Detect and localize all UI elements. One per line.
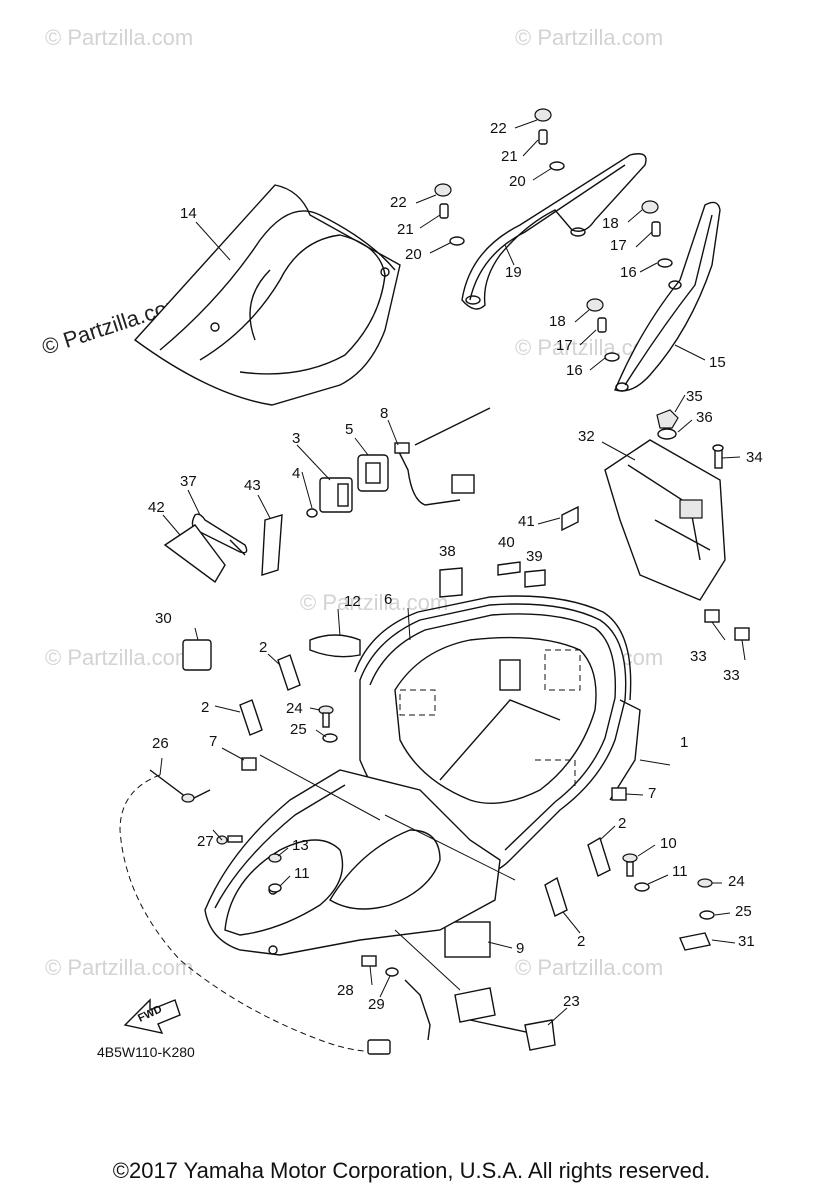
- drawing-code: 4B5W110-K280: [97, 1044, 195, 1060]
- part-14-cover: [133, 184, 401, 406]
- callout-40: 40: [498, 534, 515, 551]
- callout-22: 22: [390, 194, 407, 211]
- callout-12: 12: [344, 593, 361, 610]
- callout-2: 2: [618, 815, 626, 832]
- fwd-arrow-icon: FWD: [123, 998, 181, 1034]
- callout-18: 18: [602, 215, 619, 232]
- callout-26: 26: [152, 735, 169, 752]
- fasteners-right: [656, 409, 724, 469]
- labels: [439, 505, 579, 958]
- part-12-plate: [309, 634, 361, 658]
- callout-28: 28: [337, 982, 354, 999]
- callout-30: 30: [155, 610, 172, 627]
- callout-11: 11: [672, 863, 688, 880]
- callout-19: 19: [505, 264, 522, 281]
- part-15-rail: [614, 201, 721, 392]
- callout-41: 41: [518, 513, 535, 530]
- watermark: © Partzilla.com: [515, 25, 663, 50]
- callout-9: 9: [516, 940, 524, 957]
- callout-10: 10: [660, 835, 677, 852]
- small-parts-left: [163, 513, 283, 671]
- callout-4: 4: [292, 465, 300, 482]
- callout-2: 2: [577, 933, 585, 950]
- callout-8: 8: [380, 405, 388, 422]
- callout-32: 32: [578, 428, 595, 445]
- callout-17: 17: [610, 237, 627, 254]
- callout-29: 29: [368, 996, 385, 1013]
- callout-25: 25: [735, 903, 752, 920]
- callout-20: 20: [405, 246, 422, 263]
- callout-43: 43: [244, 477, 261, 494]
- callout-3: 3: [292, 430, 300, 447]
- watermark: © Partzilla.com: [45, 25, 193, 50]
- callout-24: 24: [286, 700, 303, 717]
- callout-25: 25: [290, 721, 307, 738]
- part-19-grip: [461, 153, 647, 310]
- callout-2: 2: [259, 639, 267, 656]
- callout-38: 38: [439, 543, 456, 560]
- callout-18: 18: [549, 313, 566, 330]
- callout-37: 37: [180, 473, 197, 490]
- cable-26: [119, 774, 386, 1052]
- leader-lines: [159, 119, 746, 1026]
- callout-24: 24: [728, 873, 745, 890]
- callouts: 1 2 2 2 2 3 4 5 6 7 7 8 9 10 11 11 12 13…: [148, 120, 763, 1013]
- part-23-latch: [367, 979, 556, 1055]
- callout-39: 39: [526, 548, 543, 565]
- callout-2: 2: [201, 699, 209, 716]
- fasteners-top: [434, 108, 673, 362]
- callout-42: 42: [148, 499, 165, 516]
- part-7-clip: [241, 757, 257, 771]
- callout-33: 33: [690, 648, 707, 665]
- callout-27: 27: [197, 833, 214, 850]
- electric-parts: [306, 407, 491, 518]
- callout-17: 17: [556, 337, 573, 354]
- cable-26-end: [149, 769, 211, 801]
- watermark: © Partzilla.com: [45, 645, 193, 670]
- callout-35: 35: [686, 388, 703, 405]
- callout-21: 21: [397, 221, 414, 238]
- callout-33: 33: [723, 667, 740, 684]
- watermark: © Partzilla.com: [45, 955, 193, 980]
- watermark: © Partzilla.com: [300, 590, 448, 615]
- callout-36: 36: [696, 409, 713, 426]
- callout-13: 13: [292, 837, 309, 854]
- callout-7: 7: [209, 733, 217, 750]
- watermark: © Partzilla.com: [515, 955, 663, 980]
- callout-14: 14: [180, 205, 197, 222]
- callout-16: 16: [620, 264, 637, 281]
- callout-34: 34: [746, 449, 763, 466]
- copyright-notice: ©2017 Yamaha Motor Corporation, U.S.A. A…: [112, 1158, 711, 1183]
- callout-21: 21: [501, 148, 518, 165]
- callout-23: 23: [563, 993, 580, 1010]
- callout-11: 11: [294, 865, 310, 882]
- callout-22: 22: [490, 120, 507, 137]
- callout-5: 5: [345, 421, 353, 438]
- callout-1: 1: [680, 734, 688, 751]
- callout-15: 15: [709, 354, 726, 371]
- part-2-blocks: [239, 654, 611, 917]
- callout-6: 6: [384, 591, 392, 608]
- callout-16: 16: [566, 362, 583, 379]
- part-7-clip: [611, 787, 627, 801]
- bottom-shell: [204, 769, 501, 956]
- callout-7: 7: [648, 785, 656, 802]
- bolts: [216, 705, 715, 977]
- callout-31: 31: [738, 933, 755, 950]
- part-6-seal: [354, 595, 632, 701]
- callout-20: 20: [509, 173, 526, 190]
- part-32-bracket: [604, 439, 750, 641]
